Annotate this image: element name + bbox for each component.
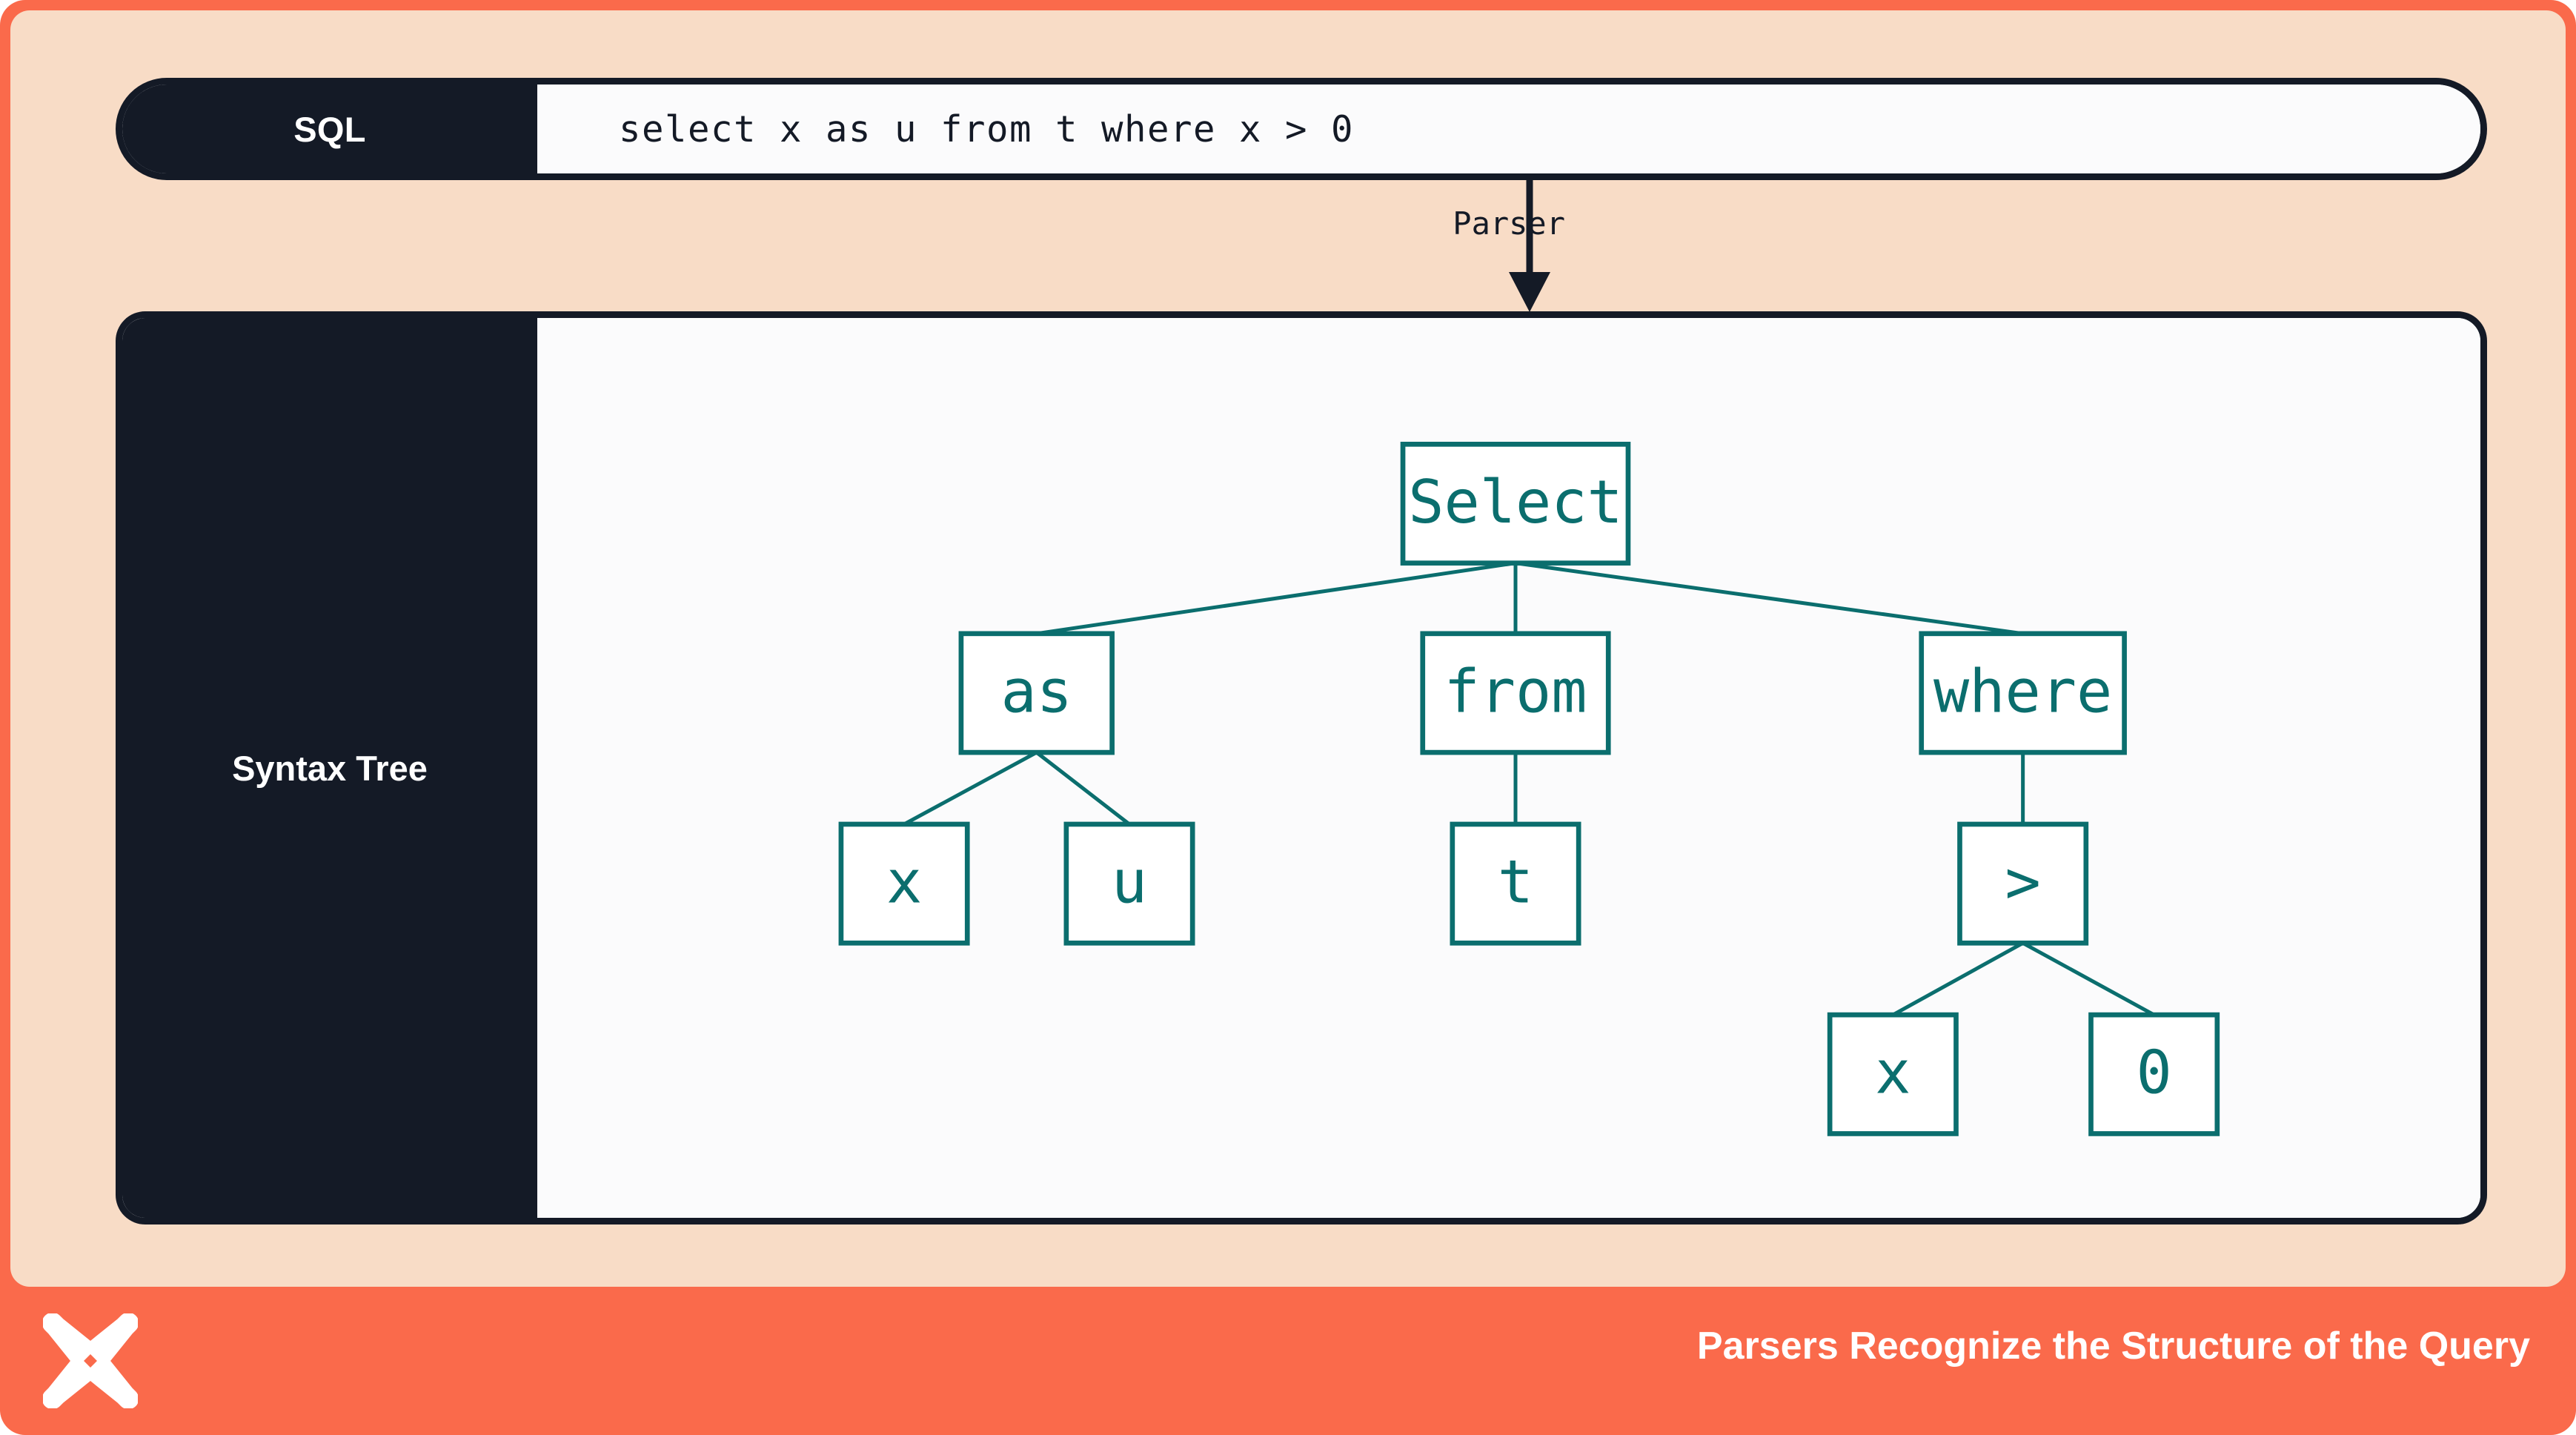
tree-edge xyxy=(2022,941,2155,1017)
tree-node[interactable]: as xyxy=(958,631,1115,755)
tree-node-box xyxy=(1063,821,1195,946)
tree-node-label: as xyxy=(1001,657,1073,726)
arrow-down-icon xyxy=(1509,180,1550,312)
tree-node-box xyxy=(1957,821,2089,946)
tree-node-label: 0 xyxy=(2137,1038,2172,1107)
tree-node[interactable]: u xyxy=(1063,821,1195,946)
tree-node-label: where xyxy=(1933,657,2112,726)
tree-node-label: t xyxy=(1498,847,1533,916)
syntax-tree-canvas: Select as from where x u t > x 0 xyxy=(537,318,2480,1218)
tree-node-label: x xyxy=(1875,1038,1911,1107)
tree-node-label: from xyxy=(1444,657,1587,726)
tree-node-label: Select xyxy=(1408,468,1623,537)
tree-node-box xyxy=(1450,821,1581,946)
tree-node[interactable]: > xyxy=(1957,821,2089,946)
sql-label: SQL xyxy=(293,109,366,149)
tree-edge xyxy=(1035,751,1131,826)
tree-node[interactable]: x xyxy=(838,821,970,946)
parser-label: Parser xyxy=(1453,205,1565,242)
tree-edge xyxy=(1515,561,2023,636)
tree-node[interactable]: Select xyxy=(1400,441,1631,566)
tree-node-box xyxy=(1400,441,1631,566)
sql-row: SQL select x as u from t where x > 0 xyxy=(116,78,2487,180)
tree-node-label: x xyxy=(886,847,922,916)
tree-node-label: > xyxy=(2005,847,2041,916)
syntax-tree-panel: Syntax Tree Select as from where x u t > x 0 xyxy=(116,311,2487,1224)
tree-edge xyxy=(1892,941,2024,1017)
tree-node-box xyxy=(838,821,970,946)
tree-node[interactable]: 0 xyxy=(2088,1012,2220,1136)
tree-node-label: u xyxy=(1112,847,1147,916)
tree-node[interactable]: x xyxy=(1827,1012,1959,1136)
tree-node-box xyxy=(958,631,1115,755)
sql-query-cell[interactable]: select x as u from t where x > 0 xyxy=(537,84,2480,173)
tree-node-box xyxy=(1919,631,2127,755)
content-canvas: SQL select x as u from t where x > 0 Par… xyxy=(10,10,2566,1287)
parser-arrow-group: Parser xyxy=(1307,180,1619,312)
tree-node[interactable]: from xyxy=(1420,631,1611,755)
sql-label-cell: SQL xyxy=(122,84,537,173)
star-x-logo xyxy=(43,1313,138,1408)
footer-bar: Parsers Recognize the Structure of the Q… xyxy=(0,1287,2576,1435)
syntax-tree-label: Syntax Tree xyxy=(232,748,428,788)
syntax-tree-label-cell: Syntax Tree xyxy=(122,318,537,1218)
tree-node-box xyxy=(2088,1012,2220,1136)
tree-node-box xyxy=(1420,631,1611,755)
footer-title: Parsers Recognize the Structure of the Q… xyxy=(1696,1325,2530,1368)
tree-edge xyxy=(903,750,1038,826)
tree-node[interactable]: t xyxy=(1450,821,1581,946)
sql-query-text: select x as u from t where x > 0 xyxy=(619,107,1355,150)
tree-edge xyxy=(1036,561,1516,636)
tree-node[interactable]: where xyxy=(1919,631,2127,755)
syntax-tree-graph: Select as from where x u t > x 0 xyxy=(838,441,2220,1136)
tree-node-box xyxy=(1827,1012,1959,1136)
